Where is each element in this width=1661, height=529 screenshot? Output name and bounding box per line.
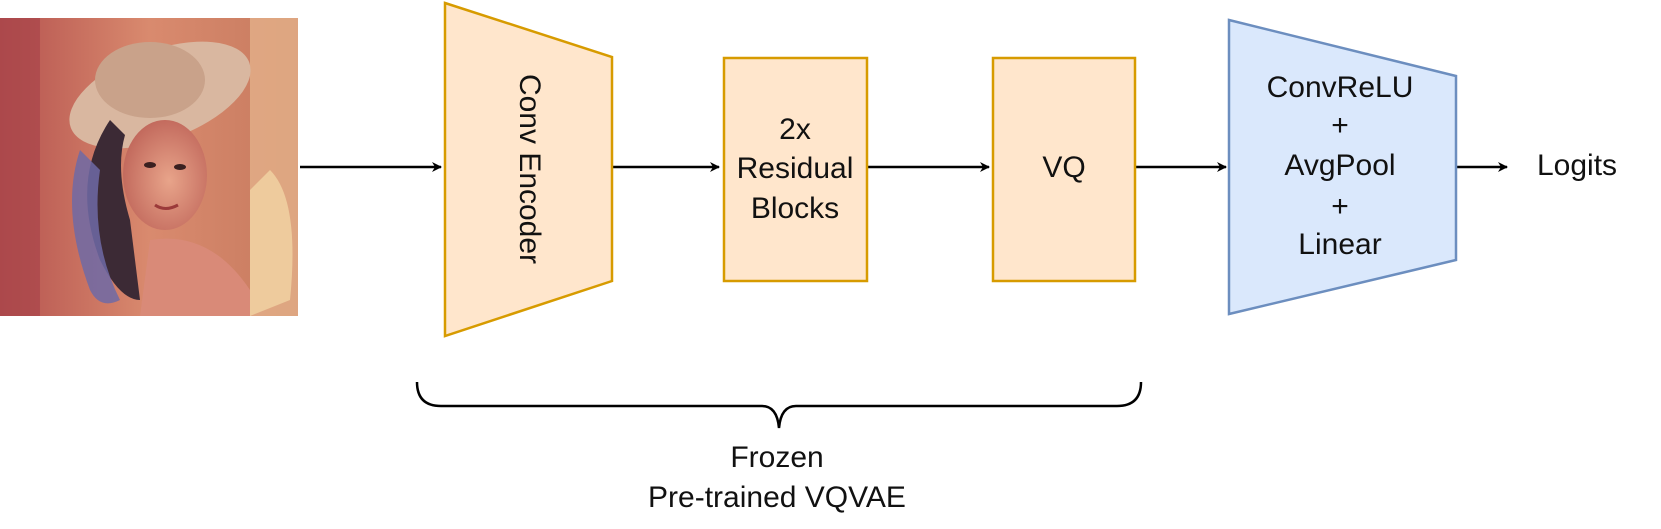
- head-line-4: +: [1331, 190, 1349, 223]
- vq-label: VQ: [1042, 151, 1085, 184]
- logits-label: Logits: [1537, 149, 1617, 182]
- vq-box: VQ: [991, 56, 1137, 283]
- frozen-brace: [415, 381, 1143, 429]
- head-line-1: ConvReLU: [1267, 71, 1414, 104]
- classifier-head-block: ConvReLU + AvgPool + Linear: [1227, 18, 1458, 316]
- residual-line-3: Blocks: [751, 192, 839, 225]
- head-line-5: Linear: [1298, 228, 1381, 261]
- head-line-3: AvgPool: [1284, 149, 1395, 182]
- frozen-caption-line-1: Frozen: [730, 441, 823, 474]
- conv-encoder-label: Conv Encoder: [513, 74, 546, 264]
- conv-encoder-block: Conv Encoder: [443, 1, 614, 338]
- residual-blocks-box: 2x Residual Blocks: [722, 56, 869, 283]
- residual-line-2: Residual: [737, 152, 854, 185]
- residual-line-1: 2x: [779, 113, 811, 146]
- frozen-caption-line-2: Pre-trained VQVAE: [648, 481, 906, 514]
- input-image: [0, 18, 298, 316]
- head-line-2: +: [1331, 109, 1349, 142]
